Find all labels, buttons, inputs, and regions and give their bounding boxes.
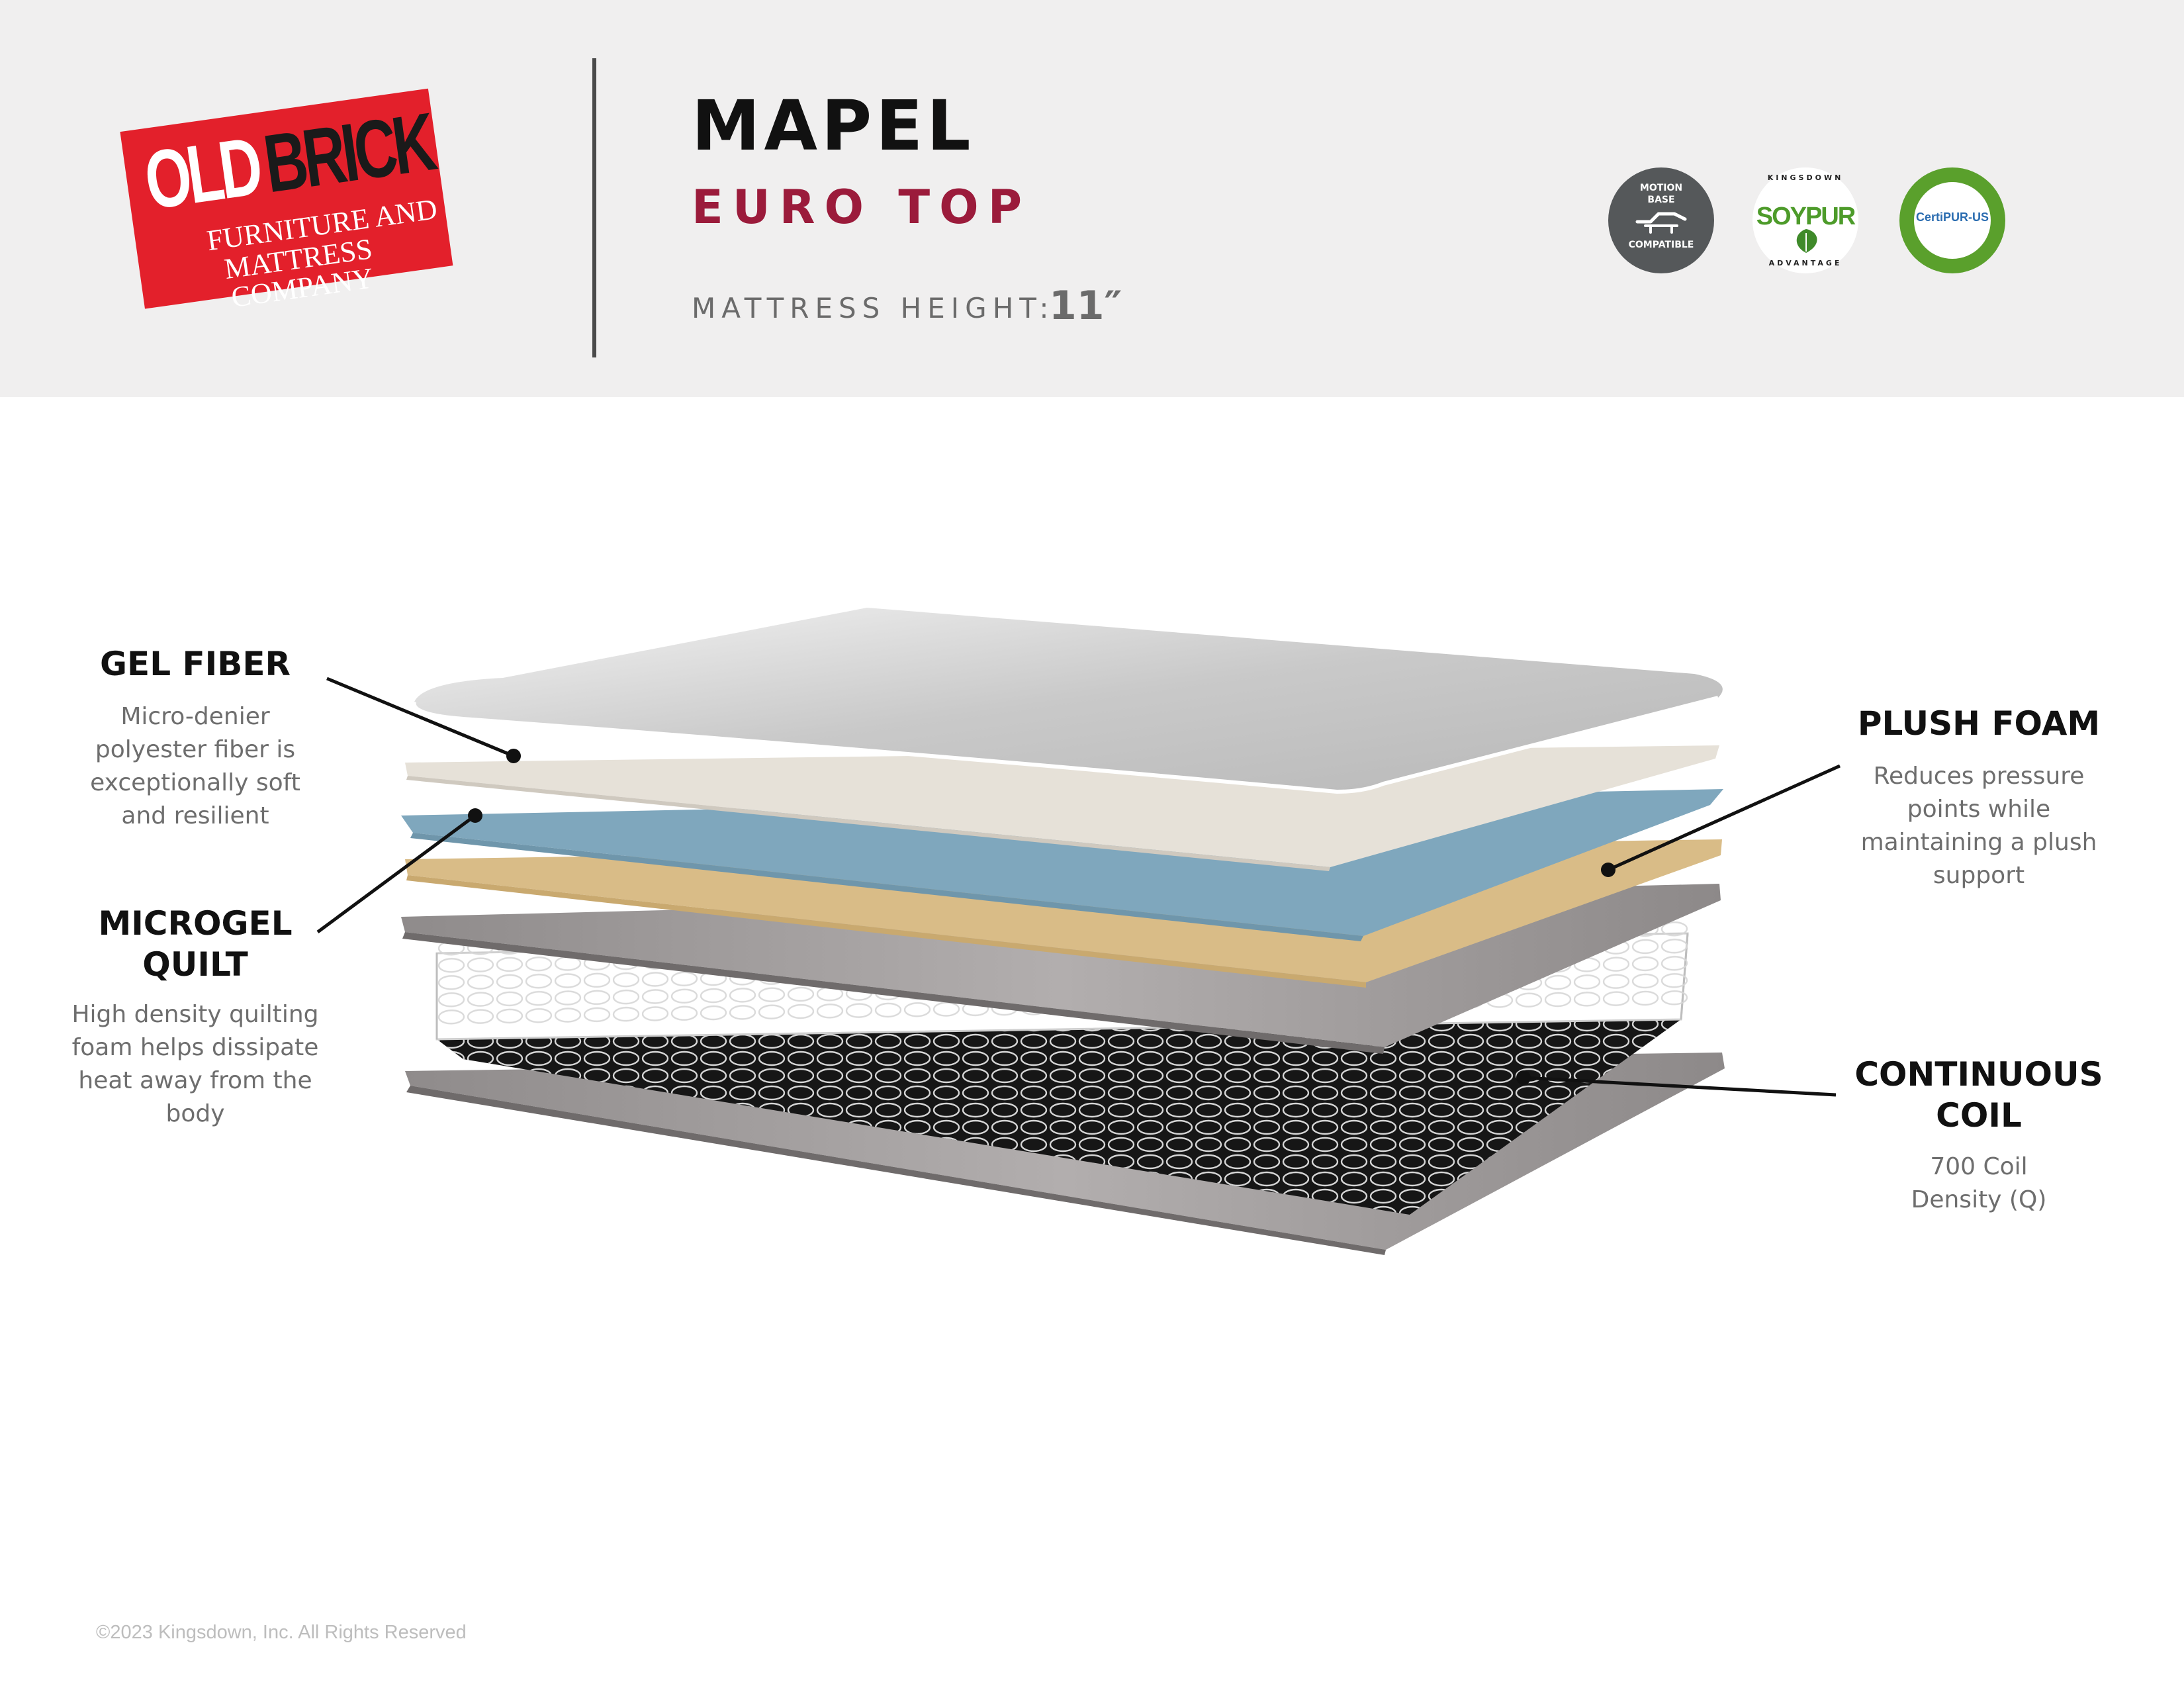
euro-top-layer	[412, 608, 1723, 794]
continuous-coil-desc: 700 Coil Density (Q)	[1846, 1150, 2111, 1217]
plush-foam-title: PLUSH FOAM	[1857, 704, 2101, 743]
certipur-badge: CertiPUR-US	[1899, 167, 2005, 273]
gel-fiber-desc-line: Micro-denier	[120, 703, 270, 730]
motion-base-badge: MOTION BASE COMPATIBLE	[1608, 167, 1714, 273]
coil-title-line: COIL	[1936, 1096, 2022, 1135]
plush-foam-desc: Reduces pressure points while maintainin…	[1840, 760, 2118, 892]
height-value: 11″	[1049, 283, 1122, 329]
plush-foam-desc-line: points while	[1907, 796, 2051, 823]
adjustable-bed-icon	[1635, 212, 1687, 234]
gel-fiber-desc: Micro-denier polyester fiber is exceptio…	[60, 700, 331, 833]
microgel-leader	[316, 808, 482, 934]
microgel-title-line: QUILT	[142, 945, 248, 984]
soypur-badge: KINGSDOWN SOYPUR ADVANTAGE	[1752, 167, 1858, 273]
microgel-quilt-title: MICROGEL QUILT	[60, 903, 331, 985]
soypur-top-text: KINGSDOWN	[1767, 173, 1844, 182]
copyright-text: ©2023 Kingsdown, Inc. All Rights Reserve…	[96, 1622, 467, 1643]
coil-desc-line: Density (Q)	[1911, 1186, 2047, 1213]
gel-fiber-desc-line: exceptionally soft	[90, 769, 300, 796]
coil-desc-line: 700 Coil	[1930, 1153, 2028, 1180]
microgel-desc-line: body	[165, 1100, 225, 1127]
continuous-coil-leader	[1516, 1070, 1837, 1097]
motion-badge-line2: BASE	[1647, 195, 1675, 205]
coil-title-line: CONTINUOUS	[1854, 1055, 2103, 1094]
microgel-desc-line: heat away from the	[78, 1067, 312, 1094]
plush-foam-desc-line: Reduces pressure	[1873, 763, 2085, 790]
gel-fiber-desc-line: polyester fiber is	[95, 736, 296, 763]
gel-fiber-title: GEL FIBER	[100, 645, 291, 683]
plush-foam-desc-line: maintaining a plush	[1860, 829, 2097, 856]
motion-badge-line3: COMPATIBLE	[1628, 240, 1694, 250]
microgel-desc-line: High density quilting	[71, 1001, 319, 1028]
product-type: EURO TOP	[692, 180, 1031, 234]
microgel-desc-line: foam helps dissipate	[71, 1034, 319, 1061]
certipur-word: CertiPUR-US	[1915, 211, 1989, 224]
plush-foam-leader	[1601, 764, 1841, 877]
soypur-word: SOYPUR	[1756, 203, 1856, 230]
gel-fiber-leader	[326, 677, 521, 763]
microgel-quilt-desc: High density quilting foam helps dissipa…	[53, 998, 338, 1131]
leaf-icon	[1796, 229, 1817, 253]
continuous-coil-title: CONTINUOUS COIL	[1833, 1054, 2124, 1136]
soypur-bottom-text: ADVANTAGE	[1768, 259, 1843, 267]
microgel-title-line: MICROGEL	[98, 904, 293, 943]
height-label: MATTRESS HEIGHT:	[692, 292, 1055, 324]
gel-fiber-desc-line: and resilient	[121, 802, 269, 829]
header-divider	[592, 58, 596, 357]
plush-foam-desc-line: support	[1933, 862, 2025, 889]
motion-badge-line1: MOTION	[1639, 183, 1683, 193]
product-name: MAPEL	[692, 85, 975, 166]
certipur-inner: CertiPUR-US	[1914, 182, 1991, 259]
